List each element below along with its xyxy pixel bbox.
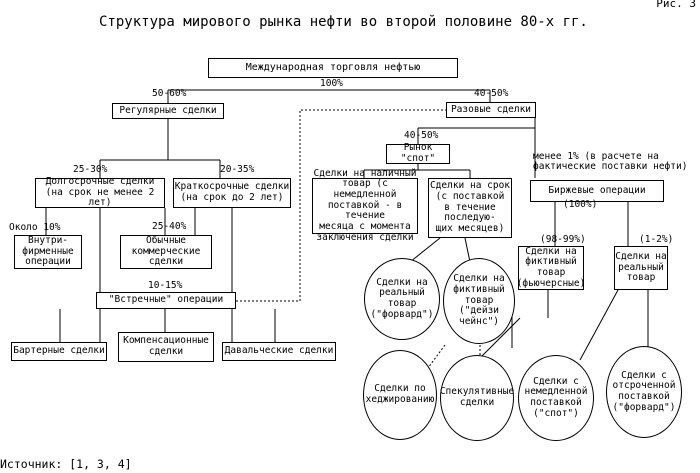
- ordinary-percent: 25-40%: [152, 221, 187, 232]
- long-term-percent: 25-30%: [73, 164, 108, 175]
- spot-market-percent: 40-50%: [404, 130, 439, 141]
- futures-percent: (98-99%): [540, 234, 586, 245]
- real-goods-box: Сделки на реальный товар: [614, 246, 668, 290]
- regular-percent: 50-60%: [152, 88, 187, 99]
- exchange-note: менее 1% (в расчете на фактические поста…: [533, 151, 688, 173]
- daisy-chain-ellipse: Сделки на фиктивный товар ("дейзи чейнс"…: [443, 258, 515, 344]
- figure-label: Рис. 3: [656, 0, 696, 10]
- root-percent: 100%: [320, 78, 343, 89]
- spot-market-box: Рынок "спот": [386, 143, 450, 164]
- term-deals-box: Сделки на срок (с поставкой в течение по…: [428, 178, 512, 238]
- short-term-box: Краткосрочные сделки (на срок до 2 лет): [173, 178, 291, 208]
- spot-deals-box: Разовые сделки: [446, 102, 536, 118]
- exchange-box: Биржевые операции: [530, 180, 664, 202]
- exchange-percent: (100%): [563, 199, 598, 210]
- counter-percent: 10-15%: [148, 280, 183, 291]
- intra-firm-box: Внутри- фирменные операции: [14, 235, 82, 269]
- ordinary-box: Обычные коммерческие сделки: [120, 235, 212, 269]
- compensation-box: Компенсационные сделки: [118, 332, 214, 362]
- immediate-spot-ellipse: Сделки с немедленной поставкой ("спот"): [518, 355, 594, 441]
- real-percent: (1-2%): [639, 234, 674, 245]
- tolling-box: Давальческие сделки: [222, 342, 336, 361]
- short-term-percent: 20-35%: [220, 164, 255, 175]
- forward-real-ellipse: Сделки на реальный товар ("форвард"): [364, 258, 440, 340]
- long-term-box: Долгосрочные сделки (на срок не менее 2 …: [35, 176, 165, 208]
- spot-deals-percent: 40-50%: [474, 88, 509, 99]
- root-box: Международная торговля нефтью: [208, 58, 458, 78]
- regular-deals-box: Регулярные сделки: [112, 103, 224, 119]
- counter-ops-box: "Встречные" операции: [96, 292, 236, 309]
- barter-box: Бартерные сделки: [11, 342, 107, 361]
- speculative-ellipse: Спекулятивные сделки: [440, 355, 514, 441]
- fictitious-futures-box: Сделки на фиктивный товар (фьючерсные): [516, 245, 586, 290]
- source-note: Источник: [1, 3, 4]: [0, 457, 132, 471]
- deferred-forward-ellipse: Сделки с отсроченной поставкой ("форвард…: [606, 346, 682, 438]
- page-title: Структура мирового рынка нефти во второй…: [99, 14, 588, 30]
- about-ten-percent: Около 10%: [9, 222, 61, 233]
- hedging-ellipse: Сделки по хеджированию: [363, 350, 437, 440]
- cash-goods-box: Сделки на наличный товар (с немедленной …: [312, 167, 418, 243]
